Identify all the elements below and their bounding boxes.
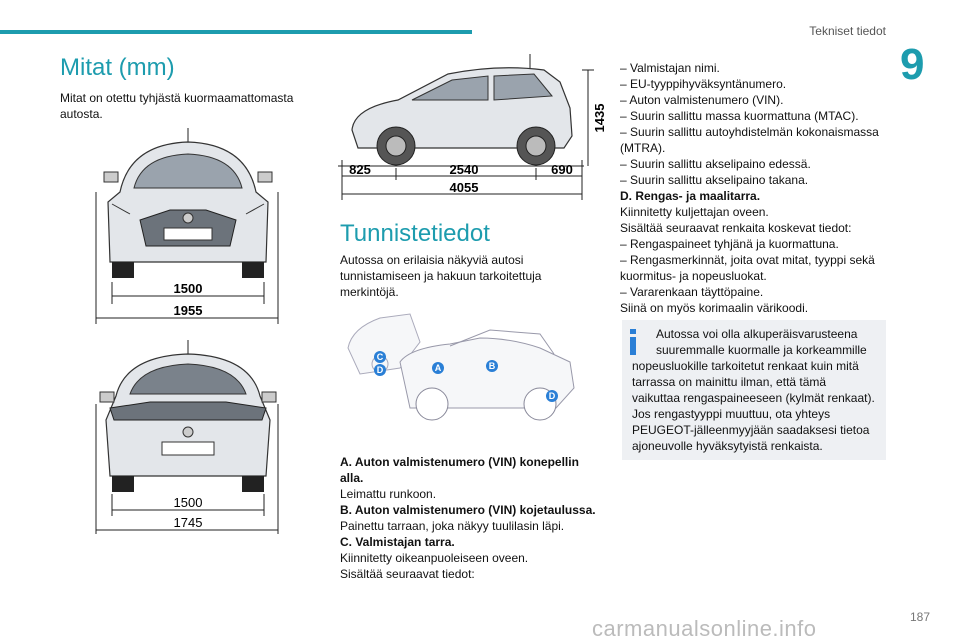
text-d: – Vararenkaan täyttöpaine. [620,285,764,299]
dimensions-intro: Mitat on otettu tyhjästä kuormaamattomas… [60,91,294,121]
info-line: vaikuttaa rengaspaineeseen (kylmät renka… [632,391,875,405]
svg-text:B: B [489,361,496,371]
info-line: Autossa voi olla alkuperäisvarusteena [656,327,858,341]
header-accent-bar [0,30,472,34]
label-d: D. Rengas- ja maalitarra. [620,189,761,203]
marker-c: C [374,351,386,363]
marker-b: B [486,360,498,372]
list-item: – Valmistajan nimi. [620,61,720,75]
svg-text:D: D [549,391,556,401]
info-icon [630,329,636,355]
svg-text:C: C [377,352,384,362]
rear-width-outer: 1745 [174,515,203,530]
text-d: – Rengasmerkinnät, joita ovat mitat, tyy… [620,253,875,267]
label-a: A. Auton valmistenumero (VIN) konepellin [340,455,579,469]
car-front-view-drawing: 1500 1955 [95,128,279,324]
svg-text:A: A [435,363,442,373]
identification-locations-drawing: C D A B D [347,313,575,421]
length-label: 4055 [450,180,479,195]
text-d: Sisältää seuraavat renkaita koskevat tie… [620,221,852,235]
intro-line: tunnistamiseen ja hakuun tarkoitettuja [340,269,542,283]
list-item: – Auton valmistenumero (VIN). [620,93,784,107]
identification-descriptions: A. Auton valmistenumero (VIN) konepellin… [340,454,602,582]
page-number: 187 [909,610,930,624]
info-line: ajoneuvolle hyväksytyistä renkaista. [632,439,823,453]
front-width-inner: 1500 [174,281,203,296]
info-line: PEUGEOT-jälleenmyyjään saadaksesi tietoa [632,423,870,437]
list-item: (MTRA). [620,141,666,155]
manufacturer-label-details: – Valmistajan nimi. – EU-tyyppihyväksynt… [620,60,890,316]
car-side-view-drawing: 1435 825 2540 690 4055 [338,54,607,200]
svg-text:D: D [377,365,384,375]
label-c: C. Valmistajan tarra. [340,535,455,549]
text-d: Kiinnitetty kuljettajan oveen. [620,205,769,219]
list-item: – EU-tyyppihyväksyntänumero. [620,77,787,91]
text-d: – Rengaspaineet tyhjänä ja kuormattuna. [620,237,839,251]
info-line: nopeusluokille tarkoitetut renkaat kuin … [632,359,859,373]
marker-d: D [374,364,386,376]
side-height-label: 1435 [592,104,607,133]
info-line: Jos rengastyyppi muuttuu, ota yhteys [632,407,831,421]
watermark: carmanualsonline.info [592,616,817,641]
list-item: – Suurin sallittu akselipaino edessä. [620,157,811,171]
intro-line: merkintöjä. [340,285,399,299]
marker-d: D [546,390,558,402]
dimensions-title: Mitat (mm) [60,54,175,81]
text-a: Leimattu runkoon. [340,487,437,501]
rear-width-inner: 1500 [174,495,203,510]
text-c: Kiinnitetty oikeanpuoleiseen oveen. [340,551,529,565]
rear-overhang-label: 690 [551,162,573,177]
list-item: – Suurin sallittu akselipaino takana. [620,173,809,187]
text-b: Painettu tarraan, joka näkyy tuulilasin … [340,519,565,533]
front-width-outer: 1955 [174,303,203,318]
list-item: – Suurin sallittu autoyhdistelmän kokona… [620,125,879,139]
car-rear-view-drawing: 1500 1745 [95,340,279,534]
text-c: Sisältää seuraavat tiedot: [340,567,475,581]
list-item: – Suurin sallittu massa kuormattuna (MTA… [620,109,859,123]
label-b: B. Auton valmistenumero (VIN) kojetaulus… [340,503,596,517]
dimensions-column: Mitat (mm) Mitat on otettu tyhjästä kuor… [60,54,308,122]
text-d: Siinä on myös korimaalin värikoodi. [620,301,809,315]
intro-line: Autossa on erilaisia näkyviä autosi [340,253,524,267]
text-d: kuormitus- ja nopeusluokat. [620,269,767,283]
info-line: suuremmalle kuormalle ja korkeammille [656,343,867,357]
identification-title: Tunnistetiedot [340,220,490,247]
identification-intro: Autossa on erilaisia näkyviä autosi tunn… [340,252,602,300]
info-box: Autossa voi olla alkuperäisvarusteena su… [622,320,886,460]
front-overhang-label: 825 [349,162,371,177]
section-title: Tekniset tiedot [809,24,886,38]
wheelbase-label: 2540 [450,162,479,177]
chapter-number: 9 [900,40,925,89]
info-line: tarrassa on mainittu ilman, että tämä [632,375,827,389]
label-a: alla. [340,471,364,485]
marker-a: A [432,362,444,374]
